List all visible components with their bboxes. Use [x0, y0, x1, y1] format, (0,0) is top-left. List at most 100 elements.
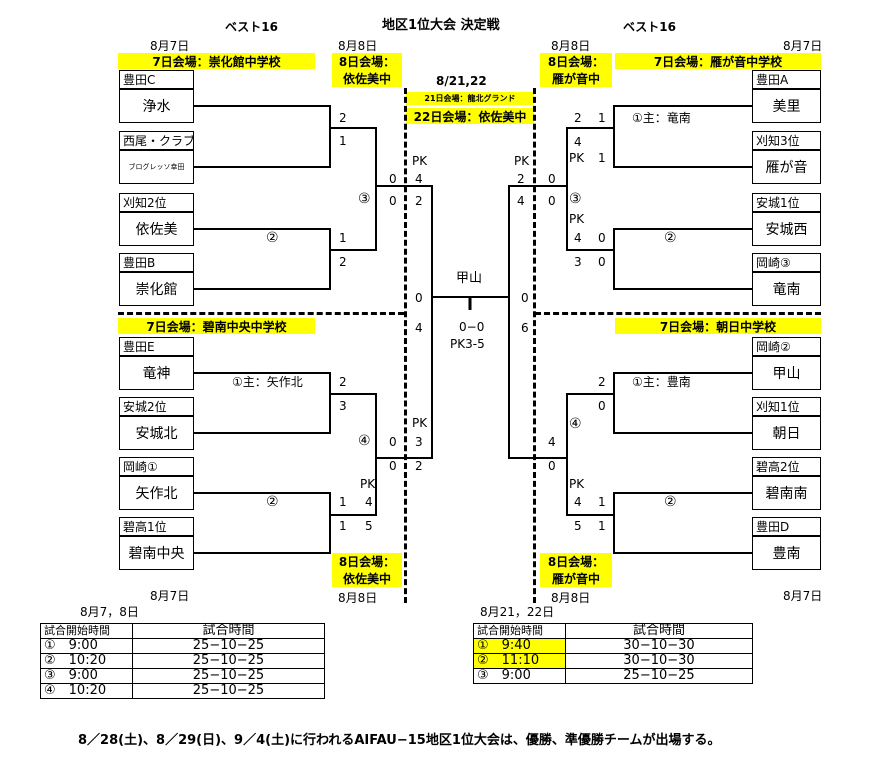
- team-name: 浄水: [119, 89, 194, 123]
- score: 0: [521, 291, 529, 305]
- team-label: 刈知1位: [752, 397, 821, 416]
- match-number: ②: [664, 230, 677, 246]
- table-cell: 30−10−30: [565, 638, 753, 654]
- table-cell: 25−10−25: [132, 653, 325, 669]
- center-venue-22: 22日会場：依佐美中: [406, 108, 534, 124]
- team-label: 安城2位: [119, 397, 194, 416]
- score: 4: [415, 321, 423, 335]
- score: 2: [339, 255, 347, 269]
- match-number: ②: [266, 494, 279, 510]
- score: 2: [415, 459, 423, 473]
- score: 2: [415, 194, 423, 208]
- pk-label: PK: [412, 416, 428, 430]
- table-row: ③ 9:00 25−10−25: [473, 668, 753, 684]
- team-label: 西尾・クラブ: [119, 131, 194, 150]
- score: 2: [339, 375, 347, 389]
- match-note: ①主：竜南: [632, 111, 691, 125]
- score: 0: [389, 435, 397, 449]
- table-row: ③ 9:00 25−10−25: [40, 668, 325, 684]
- table-cell: ② 11:10: [473, 653, 566, 669]
- team-name: 崇化館: [119, 272, 194, 306]
- team-label: 岡崎②: [752, 337, 821, 356]
- divider: [118, 312, 404, 315]
- table-cell: 25−10−25: [132, 683, 325, 699]
- date-label: 8月8日: [551, 591, 591, 605]
- venue-line: 雁が音中: [551, 72, 600, 86]
- team-name: 甲山: [752, 356, 821, 390]
- bracket-line: [330, 186, 377, 251]
- match-number: ②: [266, 230, 279, 246]
- table-header: 試合時間: [565, 623, 753, 639]
- venue-banner: 7日会場：崇化館中学校: [118, 53, 315, 69]
- date-label: 8月7日: [150, 39, 190, 53]
- team-label: 碧高1位: [119, 517, 194, 536]
- final-score: 0−0: [459, 320, 485, 334]
- score: 0: [415, 291, 423, 305]
- score: 4: [365, 495, 373, 509]
- score: 0: [598, 231, 606, 245]
- best16-left: ベスト16: [225, 20, 278, 34]
- team-name: 碧南南: [752, 476, 821, 510]
- team-name: 美里: [752, 89, 821, 123]
- final-pk: PK3-5: [450, 337, 485, 351]
- date-label: 8月7日: [783, 589, 823, 603]
- match-number: ④: [569, 416, 582, 432]
- venue-banner-mid: 8日会場： 依佐美中: [332, 553, 402, 587]
- pk-label: PK: [569, 151, 585, 165]
- pk-label: PK: [569, 212, 585, 226]
- center-venue-21: 21日会場：龍北グランド: [406, 92, 534, 105]
- schedule-table-left: 試合開始時間 試合時間 ① 9:00 25−10−25 ② 10:20 25−1…: [40, 623, 325, 699]
- match-number: ④: [358, 433, 371, 449]
- pk-label: PK: [514, 154, 530, 168]
- score: 1: [598, 495, 606, 509]
- score: 4: [574, 495, 582, 509]
- team-label: 岡崎③: [752, 253, 821, 272]
- team-label: 豊田C: [119, 70, 194, 89]
- score: 2: [598, 375, 606, 389]
- score: 4: [517, 194, 525, 208]
- pk-label: PK: [569, 477, 585, 491]
- team-label: 豊田D: [752, 517, 821, 536]
- venue-line: 8日会場：: [338, 55, 396, 69]
- score: 4: [574, 135, 582, 149]
- team-label: 刈知2位: [119, 193, 194, 212]
- score: 3: [339, 399, 347, 413]
- score: 5: [365, 519, 373, 533]
- venue-banner: 7日会場：碧南中央中学校: [118, 318, 315, 334]
- bracket-line: [613, 515, 752, 554]
- best16-right: ベスト16: [623, 20, 676, 34]
- bracket-line: [613, 394, 752, 434]
- score: 3: [574, 255, 582, 269]
- score: 6: [521, 321, 529, 335]
- bracket-line: [613, 128, 752, 168]
- table-cell: 30−10−30: [565, 653, 753, 669]
- date-label: 8月8日: [551, 39, 591, 53]
- bracket-line: [194, 515, 331, 554]
- score: 1: [339, 495, 347, 509]
- table-cell: ① 9:40: [473, 638, 566, 654]
- bracket-line: [508, 297, 567, 459]
- table-cell: 25−10−25: [132, 668, 325, 684]
- score: 1: [339, 519, 347, 533]
- divider: [533, 88, 536, 603]
- score: 0: [548, 172, 556, 186]
- bracket-line: [566, 186, 614, 251]
- bracket-line: [194, 250, 331, 290]
- venue-line: 依佐美中: [342, 572, 391, 586]
- table-header-row: 試合開始時間 試合時間: [40, 623, 325, 639]
- score: 4: [574, 231, 582, 245]
- table-cell: ④ 10:20: [40, 683, 133, 699]
- bracket-line: [194, 228, 331, 250]
- venue-line: 雁が音中: [551, 572, 600, 586]
- bracket-line: [613, 250, 752, 290]
- bracket-line: [330, 393, 377, 458]
- venue-line: 8日会場：: [547, 55, 605, 69]
- divider: [535, 312, 821, 315]
- score: 0: [548, 459, 556, 473]
- table-row: ① 9:00 25−10−25: [40, 638, 325, 654]
- schedule-table-right: 試合開始時間 試合時間 ① 9:40 30−10−30 ② 11:10 30−1…: [473, 623, 753, 684]
- bracket-line: [376, 297, 433, 459]
- table-header: 試合開始時間: [40, 623, 133, 639]
- score: 2: [574, 111, 582, 125]
